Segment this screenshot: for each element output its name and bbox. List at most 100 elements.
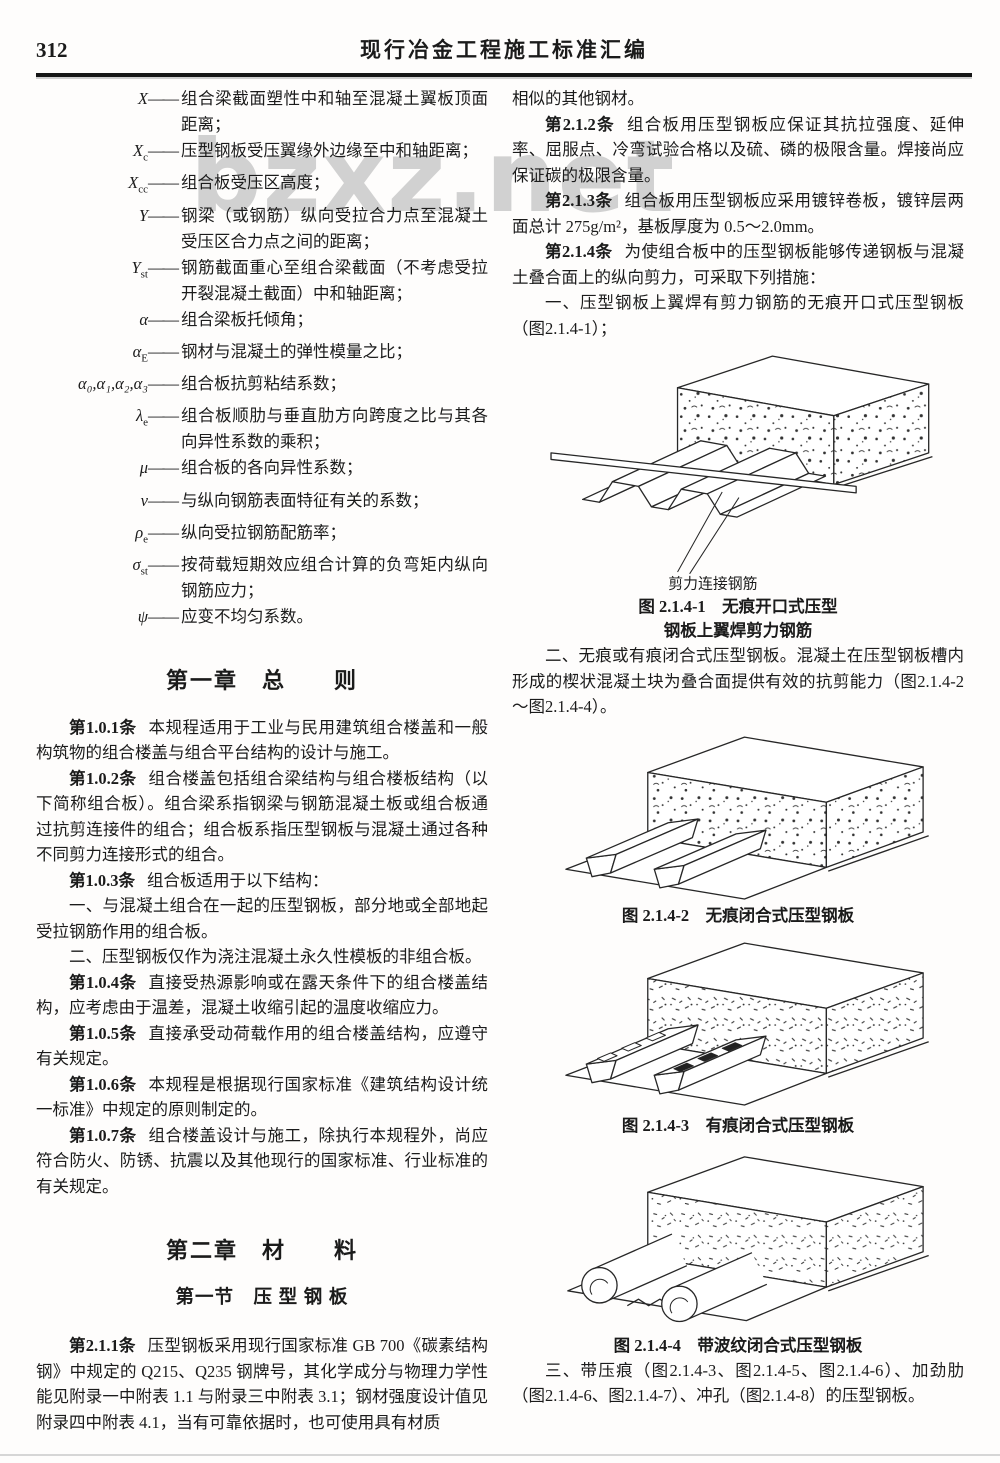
symbol: ψ: [137, 607, 148, 627]
symbol: σst: [132, 555, 148, 578]
round-rib-body: [671, 1252, 768, 1321]
figure-2-1-4-1: 剪力连接钢筋 图 2.1.4-1 无痕开口式压型 钢板上翼焊剪力钢筋: [512, 345, 964, 643]
rib-side: [677, 829, 767, 885]
paragraph-2-1-4-item-2: 二、无痕或有痕闭合式压型钢板。混凝土在压型钢板槽内形成的楔状混凝土块为叠合面提供…: [512, 646, 964, 717]
round-rib-curl: [669, 1297, 689, 1314]
symbol-definition: 组合板顺肋与垂直肋方向跨度之比与其各向异性系数的乘积；: [181, 406, 488, 452]
symbol-definition: 压型钢板受压翼缘外边缘至中和轴距离；: [181, 141, 478, 160]
symbol-definition: 应变不均匀系数。: [181, 607, 313, 627]
symbol: Xcc: [128, 173, 148, 196]
symbol-row: X——组合梁截面塑性中和轴至混凝土翼板顶面距离；: [36, 86, 488, 138]
paragraph-2-1-4-item-3: 三、带压痕（图2.1.4-3、图2.1.4-5、图2.1.4-6）、加劲肋（图2…: [512, 1360, 964, 1406]
symbol: μ: [139, 458, 148, 478]
symbol-dash: ——: [148, 205, 179, 225]
left-column: X——组合梁截面塑性中和轴至混凝土翼板顶面距离； Xc——压型钢板受压翼缘外边缘…: [36, 86, 488, 1435]
symbol-row: λe——组合板顺肋与垂直肋方向跨度之比与其各向异性系数的乘积；: [36, 403, 488, 455]
paragraph-1-0-1: 第1.0.1条本规程适用于工业与民用建筑组合楼盖和一般构筑物的组合楼盖与组合平台…: [36, 717, 488, 763]
figure-2-1-4-2-drawing: [565, 736, 929, 900]
symbol: X: [137, 89, 148, 108]
paragraph-1-0-7: 第1.0.7条组合楼盖设计与施工，除执行本规程外，尚应符合防火、防锈、抗震以及其…: [36, 1125, 488, 1196]
symbol-dash: ——: [148, 490, 179, 510]
symbol-row: ν——与纵向钢筋表面特征有关的系数；: [36, 488, 488, 520]
figure-2-1-4-2: 图 2.1.4-2 无痕闭合式压型钢板: [512, 726, 964, 928]
symbol-definition: 钢筋截面重心至组合梁截面（不考虑受拉开裂混凝土截面）中和轴距离；: [181, 257, 488, 303]
symbol-row: Yst——钢筋截面重心至组合梁截面（不考虑受拉开裂混凝土截面）中和轴距离；: [36, 255, 488, 307]
right-column: 相似的其他钢材。 第2.1.2条组合板用压型钢板应保证其抗拉强度、延伸率、屈服点…: [512, 86, 964, 1435]
symbol-definition: 按荷载短期效应组合计算的负弯矩内纵向钢筋应力；: [181, 555, 488, 601]
symbol-dash: ——: [148, 458, 179, 478]
symbol-dash: ——: [148, 89, 179, 108]
paragraph-1-0-3-item-2: 二、压型钢板仅作为浇注混凝土永久性模板的非组合板。: [69, 947, 482, 967]
symbol-definition: 钢材与混凝土的弹性模量之比；: [181, 341, 412, 361]
symbol-definition: 钢梁（或钢筋）纵向受拉合力点至混凝土受压区合力点之间的距离；: [181, 205, 488, 251]
symbol-dash: ——: [148, 406, 179, 426]
symbol-dash: ——: [148, 173, 179, 193]
leader-lines: [677, 491, 740, 575]
page-number: 312: [36, 38, 68, 62]
symbol: ρe: [135, 523, 148, 546]
header-title: 现行冶金工程施工标准汇编: [360, 38, 648, 62]
paragraph-1-0-3-item-1: 一、与混凝土组合在一起的压型钢板，部分地或全部地起受拉钢筋作用的组合板。: [36, 896, 488, 941]
page-header: 312 现行冶金工程施工标准汇编: [36, 34, 972, 64]
symbol-definition: 纵向受拉钢筋配筋率；: [181, 523, 346, 543]
deck-lip: [828, 1040, 929, 1078]
symbol-definition: 组合板抗剪粘结系数；: [181, 374, 346, 394]
deck-lip: [828, 834, 929, 872]
symbol-definition: 组合梁截面塑性中和轴至混凝土翼板顶面距离；: [181, 89, 488, 134]
rib-side: [609, 1023, 699, 1080]
concrete-side-face: [825, 1185, 924, 1288]
embossments-outlined: [597, 1031, 666, 1062]
paragraph-2-1-4-item-1: 一、压型钢板上翼焊有剪力钢筋的无痕开口式压型钢板（图2.1.4-1）；: [512, 293, 964, 338]
paragraph-1-0-5: 第1.0.5条直接承受动荷载作用的组合楼盖结构，应遵守有关规定。: [36, 1023, 488, 1069]
round-rib-body: [591, 1233, 688, 1302]
symbol-row: ψ——应变不均匀系数。: [36, 604, 488, 636]
chapter-2-title: 第二章 材 料: [165, 1238, 358, 1264]
paragraph-1-0-4: 第1.0.4条直接受热源影响或在露天条件下的组合楼盖结构，应考虑由于温差，混凝土…: [36, 972, 488, 1018]
symbol-list: X——组合梁截面塑性中和轴至混凝土翼板顶面距离； Xc——压型钢板受压翼缘外边缘…: [36, 86, 488, 637]
symbol: α: [139, 309, 148, 329]
paragraph-2-1-1: 第2.1.1条压型钢板采用现行国家标准 GB 700《碳素结构钢》中规定的 Q2…: [36, 1336, 488, 1432]
embossments-filled: [673, 1041, 743, 1072]
symbol-dash: ——: [148, 309, 179, 329]
figure-2-1-4-4-drawing: [567, 1156, 929, 1323]
shear-rebar: [550, 452, 857, 494]
deck-lip: [833, 456, 933, 489]
watermark: bzxz.net: [190, 118, 676, 235]
chapter-1-title: 第一章 总 则: [165, 667, 358, 693]
symbol-definition: 组合板受压区高度；: [181, 173, 330, 193]
figure-3-caption: 图 2.1.4-3 有痕闭合式压型钢板: [621, 1115, 855, 1135]
symbol: αE: [132, 341, 148, 365]
symbol-row: μ——组合板的各向异性系数；: [36, 455, 488, 487]
paragraph-1-0-6: 第1.0.6条本规程是根据现行国家标准《建筑结构设计统一标准》中规定的原则制定的…: [36, 1074, 488, 1120]
symbol-definition: 组合梁板托倾角；: [181, 309, 313, 329]
symbol-row: σst——按荷载短期效应组合计算的负弯矩内纵向钢筋应力；: [36, 552, 488, 604]
symbol-row: αE——钢材与混凝土的弹性模量之比；: [36, 339, 488, 371]
paragraph-1-0-2: 第1.0.2条组合楼盖包括组合梁结构与组合楼板结构（以下简称组合板）。组合梁系指…: [36, 768, 488, 865]
rib-side: [609, 818, 699, 874]
symbol: Y: [138, 205, 148, 225]
symbol-dash: ——: [148, 607, 179, 627]
symbol-dash: ——: [148, 555, 179, 575]
two-column-body: X——组合梁截面塑性中和轴至混凝土翼板顶面距离； Xc——压型钢板受压翼缘外边缘…: [36, 86, 972, 1435]
paragraph-1-0-3: 第1.0.3条组合板适用于以下结构：: [69, 870, 329, 890]
concrete-side-face: [825, 766, 924, 868]
paragraph-2-1-4: 第2.1.4条为使组合板中的压型钢板能够传递钢板与混凝土叠合面上的纵向剪力，可采…: [512, 242, 964, 287]
figure-2-1-4-3: 图 2.1.4-3 有痕闭合式压型钢板: [512, 932, 964, 1138]
symbol-row: ρe——纵向受拉钢筋配筋率；: [36, 520, 488, 552]
figure-2-1-4-4: 图 2.1.4-4 带波纹闭合式压型钢板: [512, 1142, 964, 1358]
paragraph-2-1-2: 第2.1.2条组合板用压型钢板应保证其抗拉强度、延伸率、屈服点、冷弯试验合格以及…: [512, 114, 965, 185]
figure-2-caption: 图 2.1.4-2 无痕闭合式压型钢板: [621, 905, 855, 925]
rib-side: [677, 1035, 767, 1091]
header-rule: [36, 73, 972, 77]
figure-2-1-4-3-drawing: [565, 942, 929, 1106]
figure-2-1-4-1-drawing: 剪力连接钢筋: [550, 355, 933, 593]
round-rib-curl: [589, 1278, 609, 1295]
figure-1-label: 剪力连接钢筋: [668, 575, 757, 593]
figure-1-caption: 图 2.1.4-1 无痕开口式压型 钢板上翼焊剪力钢筋: [638, 597, 838, 641]
symbol: Xc: [133, 141, 148, 164]
symbol-definition: 组合板的各向异性系数；: [181, 458, 363, 478]
symbol-dash: ——: [148, 374, 179, 394]
concrete-side-face: [833, 383, 930, 486]
symbol-row: Xc——压型钢板受压翼缘外边缘至中和轴距离；: [36, 138, 488, 170]
